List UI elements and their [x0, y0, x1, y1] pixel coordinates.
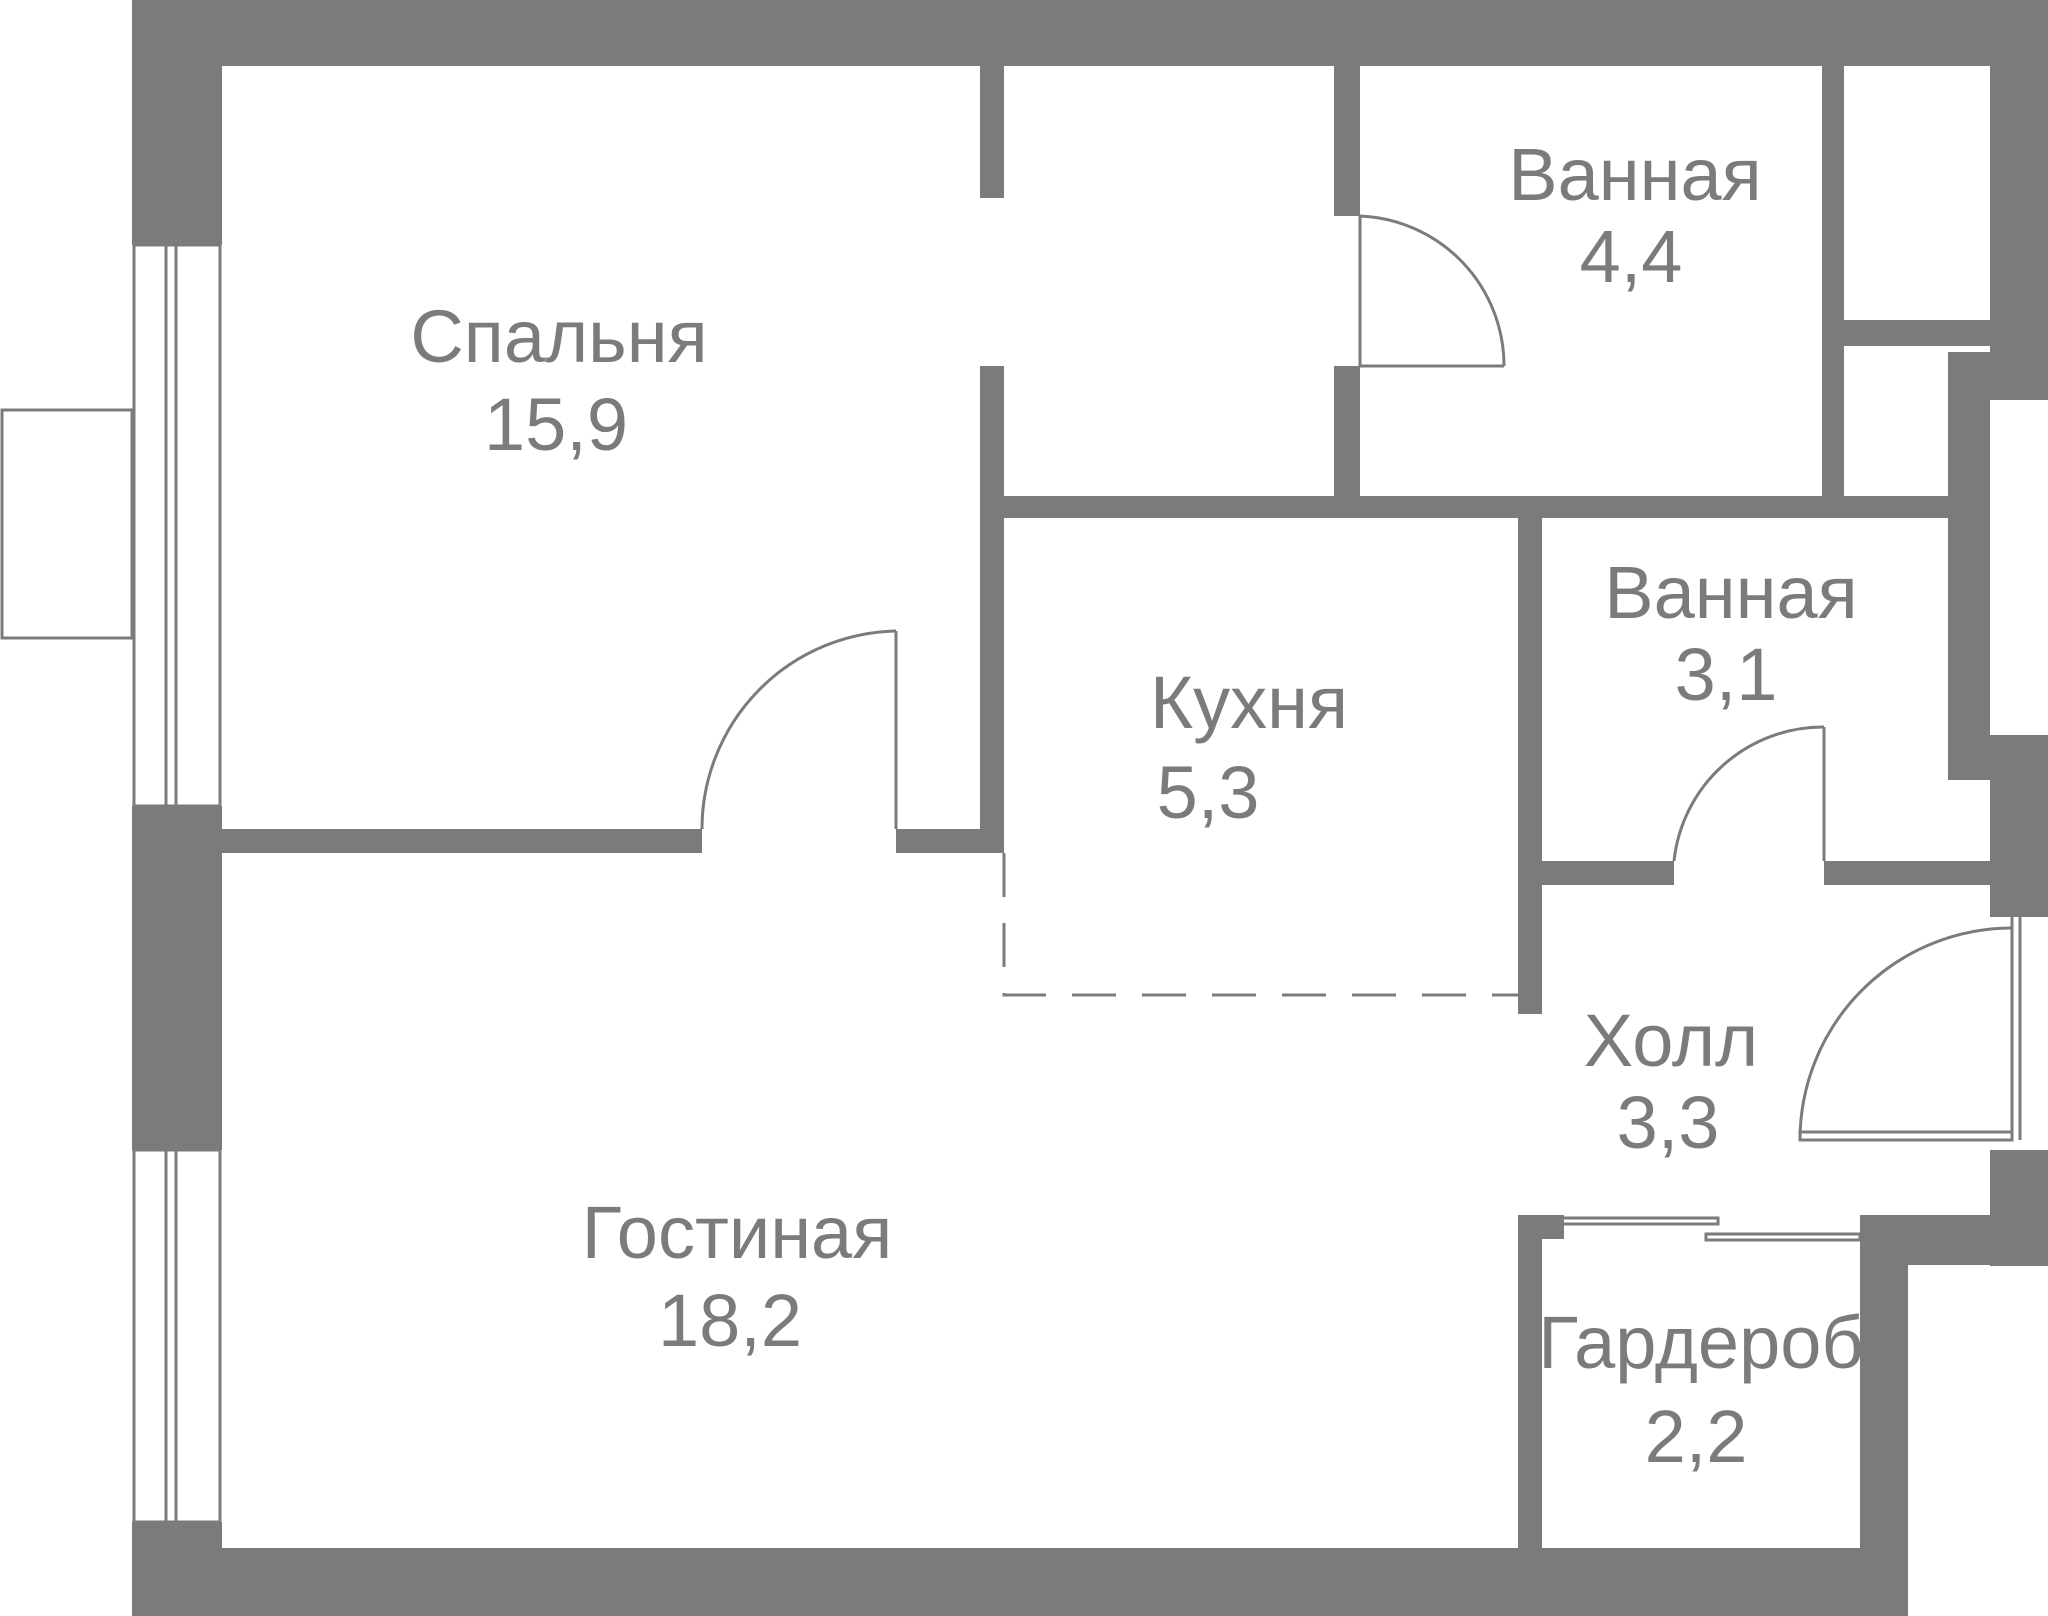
room-bath-2: Ванная 3,1 [1604, 551, 1857, 716]
windows [132, 243, 222, 1524]
room-area: 3,3 [1617, 1081, 1720, 1164]
room-area: 5,3 [1157, 751, 1260, 834]
room-wardrobe: Гардероб 2,2 [1538, 1301, 1864, 1478]
doors [700, 214, 2022, 1242]
room-name: Гостиная [582, 1191, 893, 1274]
room-name: Ванная [1508, 133, 1761, 216]
room-bedroom: Спальня 15,9 [410, 295, 707, 466]
room-bath-1: Ванная 4,4 [1508, 133, 1761, 298]
room-area: 15,9 [484, 383, 628, 466]
room-kitchen: Кухня 5,3 [1150, 661, 1348, 834]
room-living: Гостиная 18,2 [582, 1191, 893, 1362]
room-name: Спальня [410, 295, 707, 378]
interior-walls [222, 66, 1990, 1548]
room-hall: Холл 3,3 [1584, 999, 1758, 1164]
room-area: 18,2 [658, 1279, 802, 1362]
room-name: Кухня [1150, 661, 1348, 744]
outer-walls [132, 0, 2048, 1616]
room-name: Ванная [1604, 551, 1857, 634]
balcony [0, 408, 134, 640]
room-name: Холл [1584, 999, 1758, 1082]
room-name: Гардероб [1538, 1301, 1864, 1384]
room-area: 3,1 [1675, 633, 1778, 716]
room-area: 4,4 [1580, 215, 1683, 298]
room-area: 2,2 [1645, 1395, 1748, 1478]
kitchen-boundary [1002, 853, 1518, 997]
